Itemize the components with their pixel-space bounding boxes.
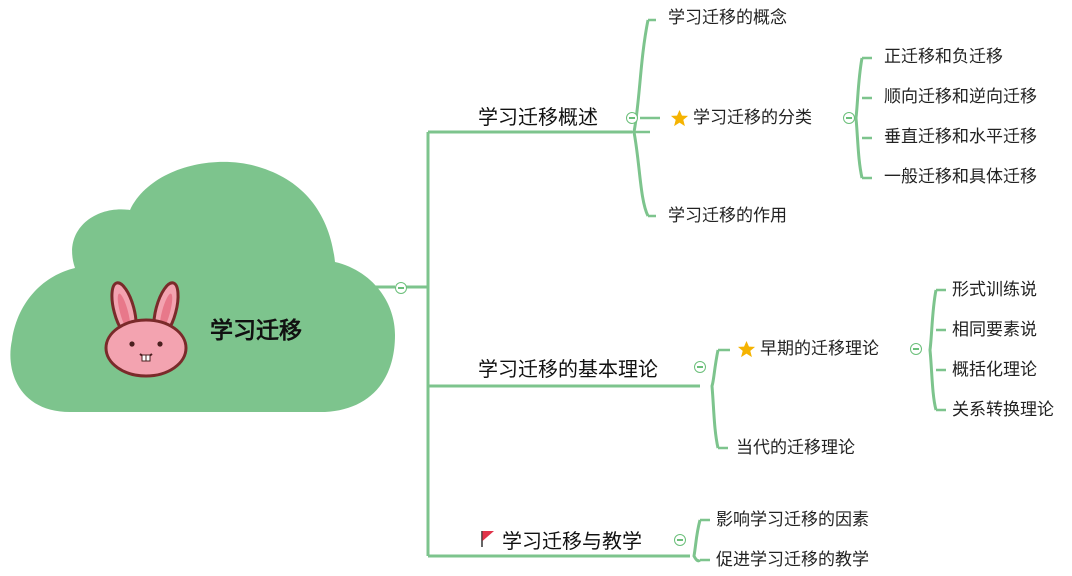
root-node-label[interactable]: 学习迁移 (210, 318, 302, 344)
early-theory-item-4[interactable]: 关系转换理论 (952, 400, 1054, 420)
classification-item-1[interactable]: 正迁移和负迁移 (884, 47, 1003, 67)
early-theory-item-3[interactable]: 概括化理论 (952, 360, 1037, 380)
branch-2-label[interactable]: 学习迁移的基本理论 (478, 357, 658, 381)
branch-1-child-2-label[interactable]: 学习迁移的分类 (693, 108, 812, 128)
branch-1-label[interactable]: 学习迁移概述 (478, 105, 598, 129)
flag-icon (481, 531, 494, 547)
root-collapse-toggle[interactable] (395, 282, 407, 294)
classification-item-3[interactable]: 垂直迁移和水平迁移 (884, 127, 1037, 147)
branch-3-child-1-label[interactable]: 影响学习迁移的因素 (716, 510, 869, 530)
branch-1-child-1-label[interactable]: 学习迁移的概念 (668, 8, 787, 28)
classification-collapse-toggle[interactable] (843, 112, 855, 124)
branch-2-collapse-toggle[interactable] (694, 361, 706, 373)
early-theory-collapse-toggle[interactable] (910, 343, 922, 355)
root-cloud-shape (10, 161, 395, 412)
branch-3-label[interactable]: 学习迁移与教学 (502, 529, 642, 553)
early-theory-item-2[interactable]: 相同要素说 (952, 320, 1037, 340)
branch-2-child-2-label[interactable]: 当代的迁移理论 (736, 438, 855, 458)
early-theory-item-1[interactable]: 形式训练说 (952, 280, 1037, 300)
branch-3-child-2-label[interactable]: 促进学习迁移的教学 (716, 550, 869, 570)
rabbit-icon (104, 281, 188, 378)
branch-3-collapse-toggle[interactable] (674, 534, 686, 546)
star-icon (737, 340, 756, 358)
branch-1-child-3-label[interactable]: 学习迁移的作用 (668, 206, 787, 226)
star-icon (670, 109, 689, 127)
classification-item-2[interactable]: 顺向迁移和逆向迁移 (884, 87, 1037, 107)
branch-1-collapse-toggle[interactable] (626, 112, 638, 124)
branch-2-child-1-label[interactable]: 早期的迁移理论 (760, 339, 879, 359)
classification-item-4[interactable]: 一般迁移和具体迁移 (884, 167, 1037, 187)
